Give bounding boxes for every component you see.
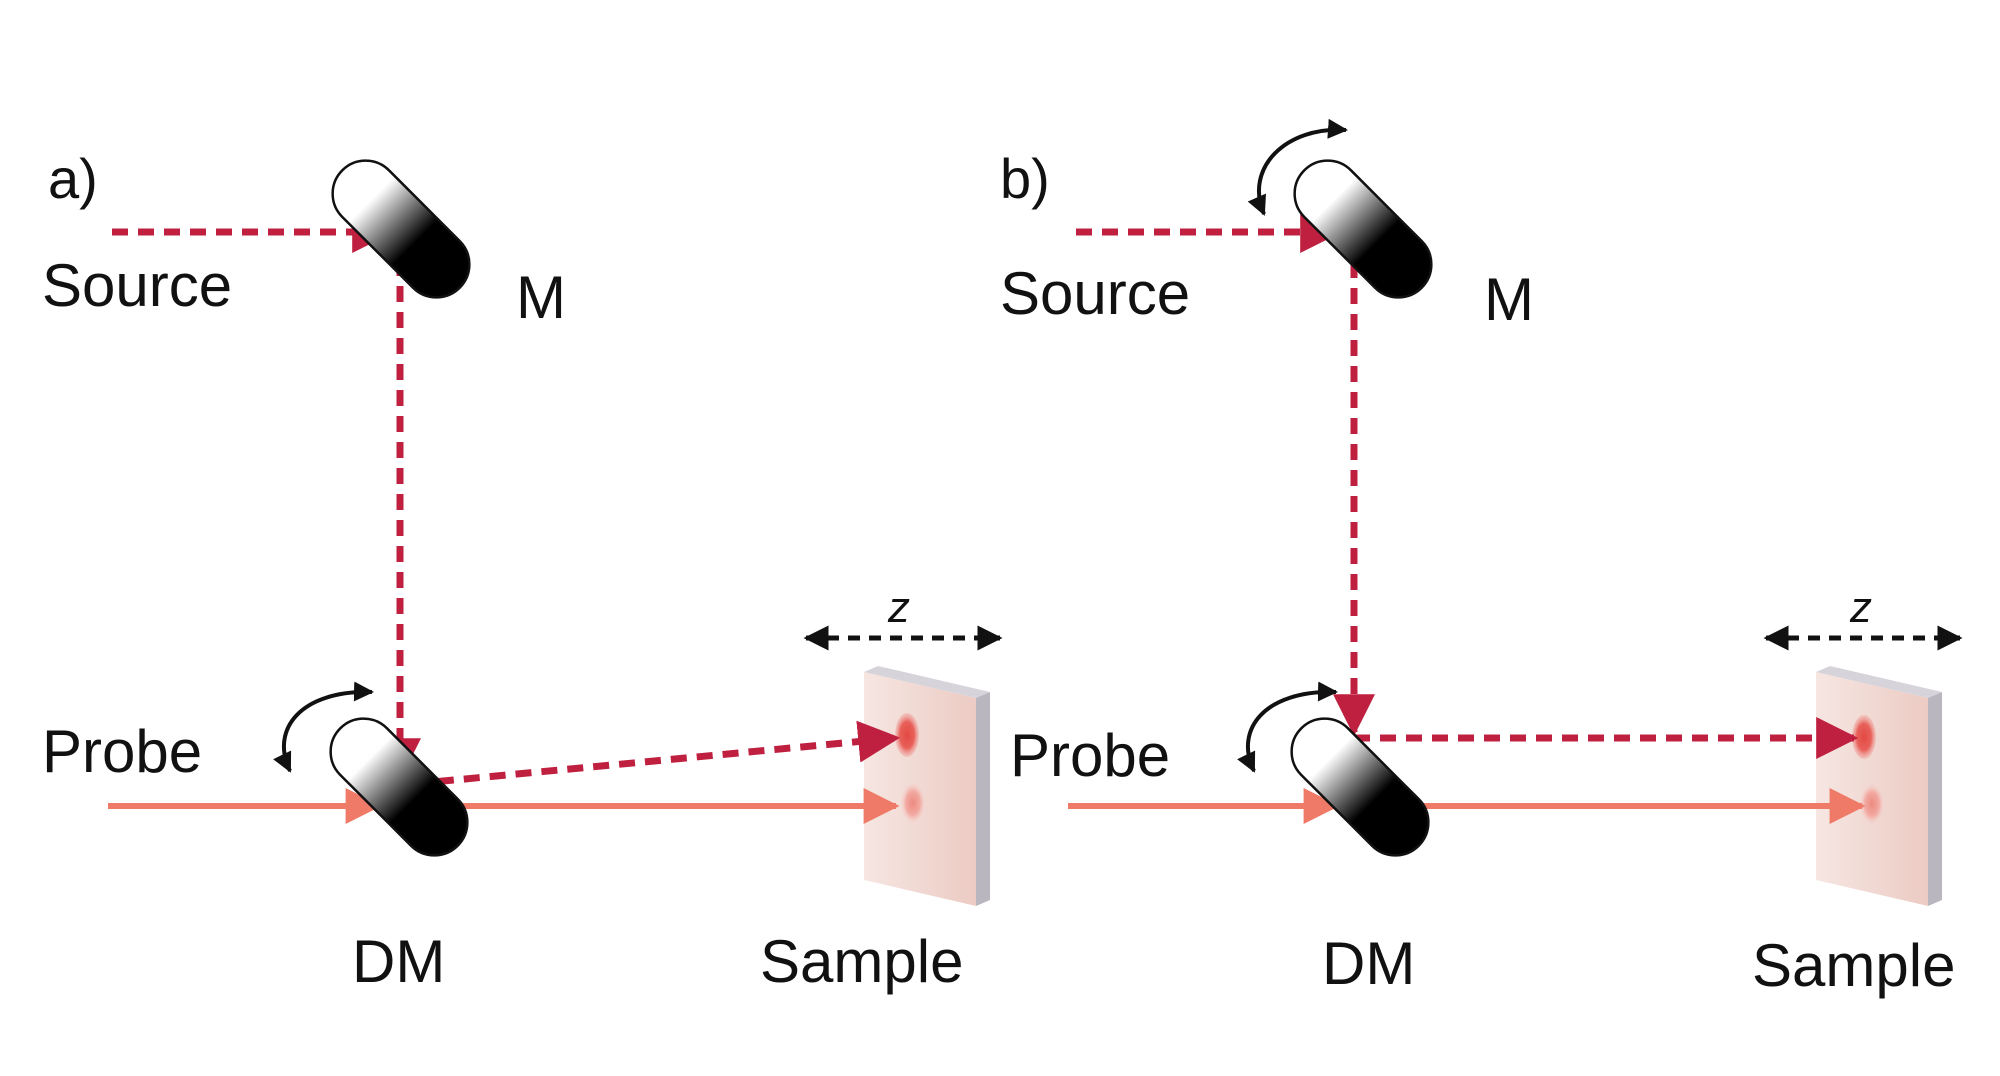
dichroic-mirror — [1290, 717, 1430, 857]
probe-label: Probe — [1010, 722, 1170, 789]
mirror — [331, 159, 471, 299]
dichroic-label: DM — [352, 928, 445, 995]
source-label: Source — [42, 252, 232, 319]
source-beam-to-sample — [411, 720, 901, 788]
dichroic-rotation-arrow — [273, 681, 374, 773]
probe-focal-spot — [1860, 784, 1884, 824]
probe-label: Probe — [42, 718, 202, 785]
sample-plate — [864, 666, 990, 906]
panel-label: b) — [1000, 147, 1050, 210]
sample-plate — [1816, 666, 1942, 906]
mirror-label: M — [1484, 266, 1534, 333]
sample-label: Sample — [1752, 932, 1955, 999]
dichroic-label: DM — [1322, 930, 1415, 997]
source-focal-spot — [1852, 715, 1876, 759]
source-label: Source — [1000, 260, 1190, 327]
mirror-rotation-arrow — [1247, 118, 1348, 216]
source-focal-spot — [895, 713, 919, 757]
sample-label: Sample — [760, 928, 963, 995]
panel-a: a) z Source M Probe DM Sample — [42, 147, 1003, 995]
panel-label: a) — [48, 147, 98, 210]
z-axis-label: z — [887, 583, 910, 632]
z-axis-label: z — [1849, 583, 1872, 632]
mirror — [1293, 159, 1433, 299]
panel-b: b) z Source M Probe DM Sample — [1000, 118, 1963, 999]
mirror-label: M — [516, 264, 566, 331]
probe-focal-spot — [901, 783, 925, 823]
dichroic-rotation-arrow — [1237, 681, 1338, 773]
